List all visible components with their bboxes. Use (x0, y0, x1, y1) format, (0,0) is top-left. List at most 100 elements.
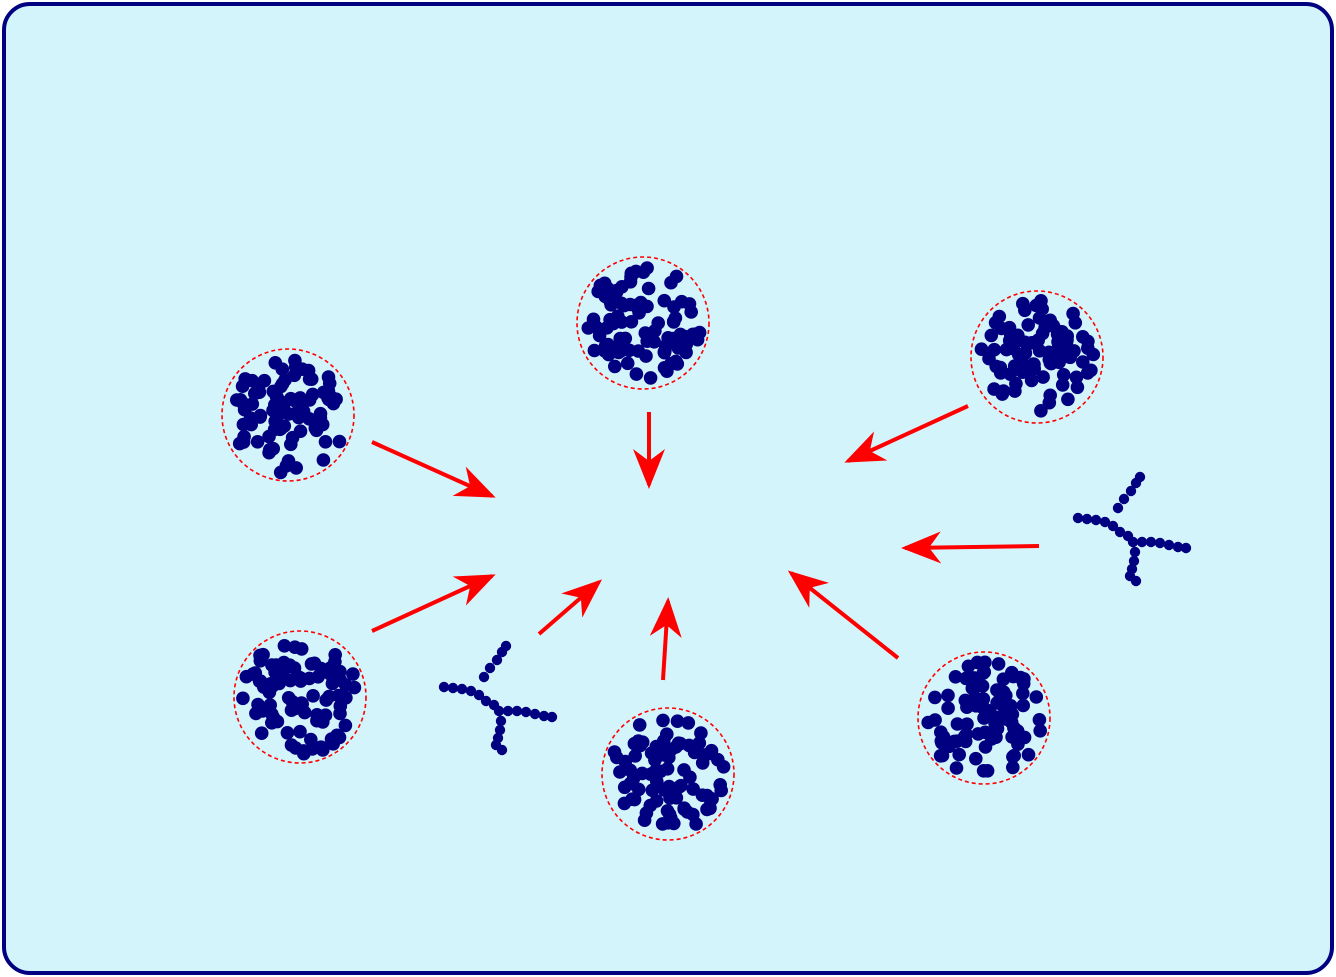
particle (263, 442, 277, 457)
particle (331, 688, 346, 703)
particle (950, 717, 965, 731)
particle (1081, 341, 1095, 356)
particle (613, 331, 627, 346)
particle (969, 751, 983, 766)
particle (1016, 676, 1031, 691)
particle (617, 796, 632, 811)
particle (643, 767, 658, 781)
particle (631, 782, 646, 797)
particle (1006, 760, 1020, 775)
particle (257, 680, 271, 694)
cluster-bottom-center (601, 707, 735, 841)
particle (684, 305, 698, 319)
particle (1005, 665, 1019, 680)
molecule-bead (1072, 512, 1084, 524)
particle (677, 802, 691, 816)
cluster-upper-left (221, 348, 355, 482)
molecule-bead (1180, 542, 1192, 554)
molecule-bead (1112, 502, 1124, 514)
particle (1076, 355, 1090, 369)
particle (632, 718, 647, 732)
particle (1059, 335, 1074, 349)
particle (333, 699, 348, 713)
particle (321, 370, 336, 384)
particle (1034, 294, 1048, 308)
particle (589, 320, 604, 335)
particle (238, 372, 252, 386)
particle (935, 748, 950, 763)
molecule-bead (491, 654, 503, 666)
molecule-bead (438, 681, 450, 693)
particle (976, 692, 991, 706)
molecule-bead (480, 695, 492, 707)
molecule-bead (495, 715, 507, 727)
molecule-bead (1145, 536, 1157, 548)
particle (1017, 730, 1032, 745)
molecule-bead (456, 683, 468, 695)
particle (1000, 704, 1014, 719)
molecule-bead (484, 662, 496, 674)
cluster-lower-left (233, 630, 367, 764)
branched-molecule-right (1072, 471, 1192, 587)
particle (287, 368, 302, 383)
particle (288, 394, 303, 408)
particle (1016, 686, 1030, 701)
molecule-bead (1127, 536, 1139, 548)
particle (988, 315, 1003, 330)
molecule-bead (538, 710, 550, 722)
cluster-outline (970, 290, 1104, 424)
molecule-bead (494, 724, 506, 736)
particle (280, 726, 295, 740)
particle (984, 328, 999, 343)
particle (1066, 306, 1080, 321)
particle (623, 297, 637, 312)
particle (627, 792, 642, 807)
molecule-bead (529, 708, 541, 720)
particle (338, 678, 353, 692)
cluster-group (221, 256, 1104, 841)
particle (941, 701, 955, 715)
particle (984, 732, 999, 746)
particle (244, 417, 258, 432)
particle (674, 294, 689, 309)
arrow-from-upper-right (844, 404, 969, 463)
arrow-from-bottom-center (649, 597, 682, 681)
particle (587, 343, 602, 358)
particle (1042, 345, 1056, 360)
particle (970, 655, 985, 670)
particle (281, 691, 296, 705)
particle (641, 281, 656, 296)
cluster-top-center (576, 256, 710, 390)
particle (661, 331, 675, 345)
particle (236, 691, 250, 706)
molecule-bead (1125, 485, 1137, 497)
particle (1034, 404, 1048, 418)
particle (310, 713, 324, 728)
particle (656, 713, 670, 728)
particle (1007, 748, 1021, 763)
particle (608, 359, 622, 374)
particle (346, 667, 360, 681)
particle (272, 676, 287, 691)
particle (649, 794, 664, 808)
particle (266, 710, 281, 725)
particle (256, 647, 270, 662)
particle (297, 746, 311, 761)
particle (629, 367, 644, 381)
particle (687, 745, 702, 760)
particle (313, 411, 328, 426)
branched-molecule-group (438, 471, 1192, 756)
particle (267, 422, 282, 437)
particle (1007, 359, 1022, 373)
particle (673, 327, 688, 342)
molecule-bead (1172, 541, 1184, 553)
molecule-bead (1129, 546, 1141, 558)
molecule-bead (1128, 555, 1140, 567)
particle (273, 465, 288, 480)
particle (960, 700, 974, 714)
particle (705, 792, 719, 806)
molecule-bead (1154, 537, 1166, 549)
particle (321, 384, 336, 398)
particle (1043, 313, 1057, 328)
cluster-lower-right (917, 651, 1051, 785)
